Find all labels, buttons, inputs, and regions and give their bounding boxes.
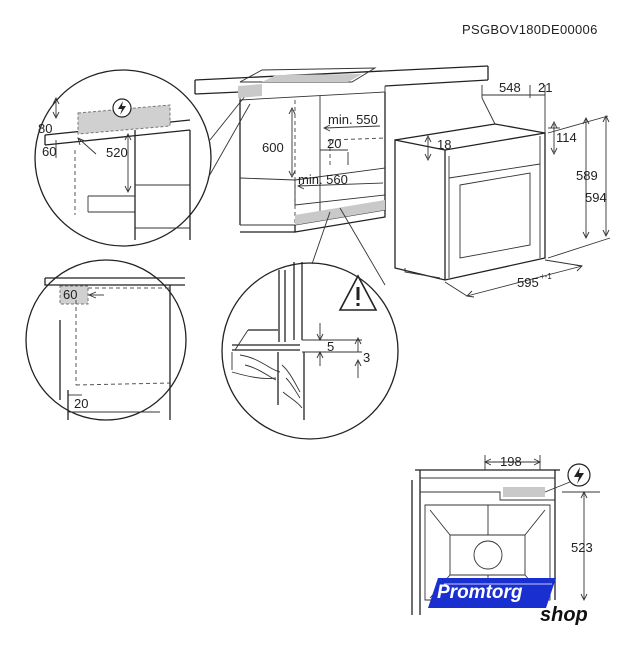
dim-min-560: min. 560 (298, 172, 348, 187)
oven-drawing (394, 123, 546, 281)
dim-198: 198 (500, 454, 522, 469)
dim-594: 594 (585, 190, 607, 205)
dim-548: 548 (499, 80, 521, 95)
dim-520: 520 (106, 145, 128, 160)
detail-circle-top: 80 60 520 (34, 69, 262, 247)
dim-589: 589 (576, 168, 598, 183)
dim-595-tolerance: +-1 (540, 272, 552, 281)
dim-595: 595 (517, 275, 539, 290)
detail-circle-side: 60 20 (25, 259, 187, 421)
promtorg-logo: Promtorg shop (428, 578, 588, 626)
dim-60-side: 60 (63, 287, 77, 302)
dim-20-cabinet: 20 (327, 136, 341, 151)
dim-600: 600 (262, 140, 284, 155)
cabinet-dimensions: 600 min. 550 20 min. 560 (262, 106, 384, 190)
electric-hazard-icon (112, 98, 132, 118)
dim-114: 114 (556, 130, 577, 145)
dim-18: 18 (437, 137, 451, 152)
dim-20-side: 20 (74, 396, 88, 411)
dim-3: 3 (363, 350, 370, 365)
dim-80: 80 (38, 121, 52, 136)
dim-5: 5 (327, 339, 334, 354)
dim-523: 523 (571, 540, 593, 555)
document-code: PSGBOV180DE00006 (462, 22, 598, 37)
warning-icon (338, 274, 378, 311)
electric-hazard-icon (567, 463, 591, 487)
detail-circle-warning: 5 3 (221, 207, 399, 440)
logo-main-text: Promtorg (437, 582, 523, 603)
dim-min-550: min. 550 (328, 112, 378, 127)
oven-dimensions: 548 21 18 114 589 594 595 +-1 (424, 80, 611, 298)
dim-21: 21 (538, 80, 552, 95)
dim-60-top: 60 (42, 144, 56, 159)
logo-sub-text: shop (540, 604, 588, 626)
